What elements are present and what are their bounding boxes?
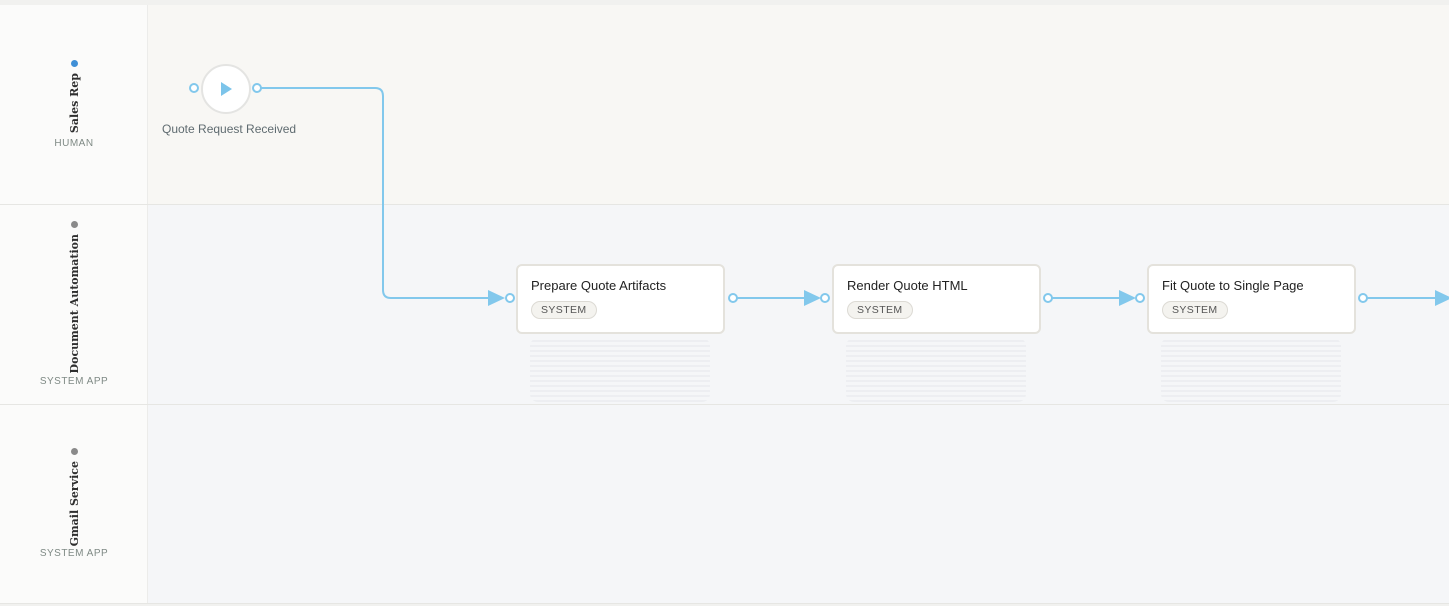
- lane-type: HUMAN: [54, 138, 94, 149]
- node-shadow: [1161, 338, 1341, 402]
- task-node-fit-quote-to-single-page[interactable]: Fit Quote to Single Page SYSTEM: [1147, 264, 1356, 334]
- task-title: Fit Quote to Single Page: [1162, 278, 1304, 293]
- lane-name: Gmail Service: [67, 461, 81, 547]
- lane-type: SYSTEM APP: [39, 548, 109, 559]
- lane-status-dot: [70, 448, 78, 455]
- task-type-badge: SYSTEM: [531, 301, 597, 319]
- lane-type: SYSTEM APP: [39, 376, 109, 387]
- lane-header-document-automation[interactable]: Document Automation SYSTEM APP: [0, 205, 148, 404]
- task-type-badge: SYSTEM: [847, 301, 913, 319]
- node-shadow: [846, 338, 1026, 402]
- lane-header-gmail-service[interactable]: Gmail Service SYSTEM APP: [0, 405, 148, 603]
- lane-body-sales-rep[interactable]: [148, 5, 1449, 204]
- lane-status-dot: [70, 60, 78, 67]
- lane-body-gmail-service[interactable]: [148, 405, 1449, 603]
- task-node-render-quote-html[interactable]: Render Quote HTML SYSTEM: [832, 264, 1041, 334]
- lane-gmail-service: Gmail Service SYSTEM APP: [0, 405, 1449, 604]
- play-icon: [221, 82, 232, 96]
- lane-status-dot: [70, 221, 78, 228]
- start-event-label: Quote Request Received: [162, 122, 297, 136]
- start-event[interactable]: [201, 64, 251, 114]
- lane-name: Sales Rep: [67, 73, 81, 134]
- task-node-prepare-quote-artifacts[interactable]: Prepare Quote Artifacts SYSTEM: [516, 264, 725, 334]
- node-shadow: [530, 338, 710, 402]
- lane-name: Document Automation: [67, 234, 81, 374]
- lane-header-sales-rep[interactable]: Sales Rep HUMAN: [0, 5, 148, 204]
- task-type-badge: SYSTEM: [1162, 301, 1228, 319]
- task-title: Render Quote HTML: [847, 278, 968, 293]
- task-title: Prepare Quote Artifacts: [531, 278, 667, 293]
